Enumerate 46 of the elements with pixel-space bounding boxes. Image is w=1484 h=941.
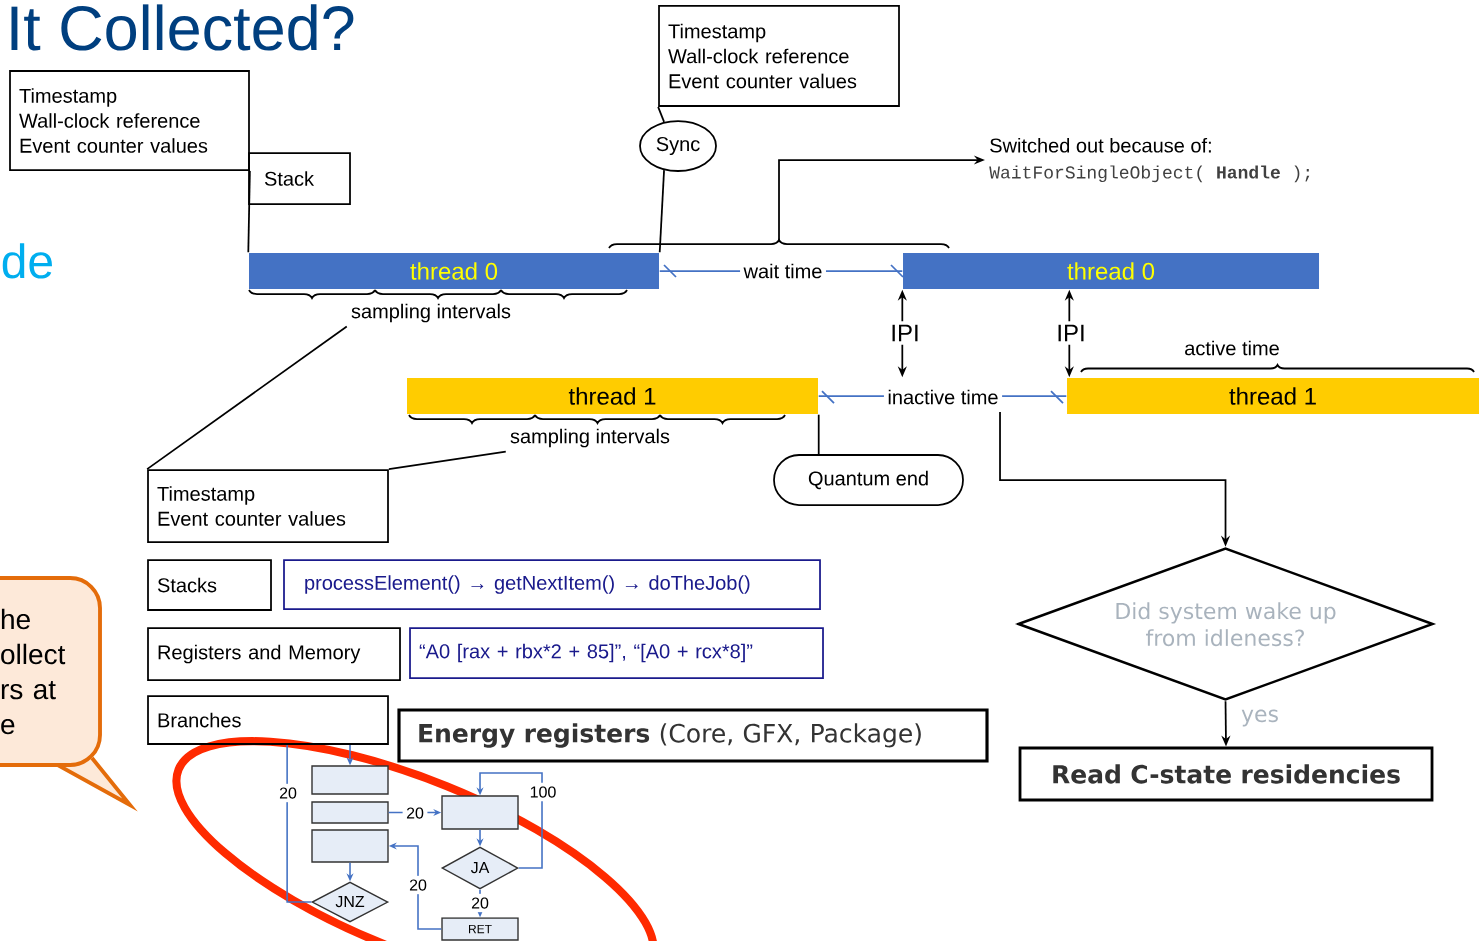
value-box: processElement() → getNextItem() → doTheJob() — [283, 559, 821, 610]
leader-line — [658, 169, 665, 254]
flow-line — [286, 744, 313, 903]
code-block-box: RET — [441, 917, 519, 941]
category-box: Registers and Memory — [147, 627, 401, 681]
info-box: Energy registers (Core, GFX, Package) — [397, 708, 989, 763]
thread-bar: thread 1 — [407, 378, 818, 414]
leader-line — [657, 106, 665, 123]
edge-label: yes — [1241, 709, 1278, 727]
edge-label: IPI — [886, 321, 924, 345]
leader-line — [388, 450, 507, 470]
info-box: Timestamp Event counter values — [147, 469, 389, 543]
code-block-box — [441, 795, 519, 830]
speech-bubble: he ollect rs at e — [0, 576, 138, 812]
edge-label: inactive time — [883, 386, 1003, 408]
edge-label: 20 — [275, 783, 301, 803]
heading-fragment: de — [2, 243, 52, 279]
thread-bar: thread 0 — [903, 253, 1319, 289]
process-box: Read C-state residencies — [1018, 746, 1434, 802]
category-box: Branches — [147, 695, 389, 745]
code-block-box — [311, 829, 389, 863]
caption-text: sampling intervals — [510, 428, 670, 448]
slide-title: It Collected? — [11, 4, 354, 51]
edge-label: 20 — [402, 803, 428, 823]
leader-line — [817, 413, 820, 455]
edge-label: 100 — [526, 782, 560, 802]
event-bubble: Sync — [639, 120, 717, 172]
caption-text: sampling intervals — [351, 303, 511, 323]
info-box: Timestamp Wall-clock reference Event counter values — [9, 70, 250, 171]
edge-label: 20 — [405, 875, 431, 895]
code-block-box — [311, 765, 389, 795]
thread-bar: thread 0 — [249, 253, 659, 289]
leader-line — [146, 325, 348, 470]
code-block-box — [311, 801, 389, 824]
event-bubble: Quantum end — [773, 454, 964, 506]
edge-label: wait time — [740, 260, 826, 282]
annotation-text: Switched out because of: WaitForSingleObject( Handle ); — [989, 137, 1310, 183]
info-box: Timestamp Wall-clock reference Event counter values — [658, 5, 900, 107]
thread-bar: thread 1 — [1067, 378, 1479, 414]
edge-label: 20 — [467, 893, 493, 913]
leader-line — [247, 170, 251, 254]
brace-label: active time — [1185, 340, 1279, 356]
value-box: “A0 [rax + rbx*2 + 85]”, “[A0 + rcx*8]” — [409, 627, 824, 679]
info-box: Stack — [248, 152, 351, 205]
category-box: Stacks — [147, 559, 272, 611]
edge-label: IPI — [1052, 321, 1090, 345]
